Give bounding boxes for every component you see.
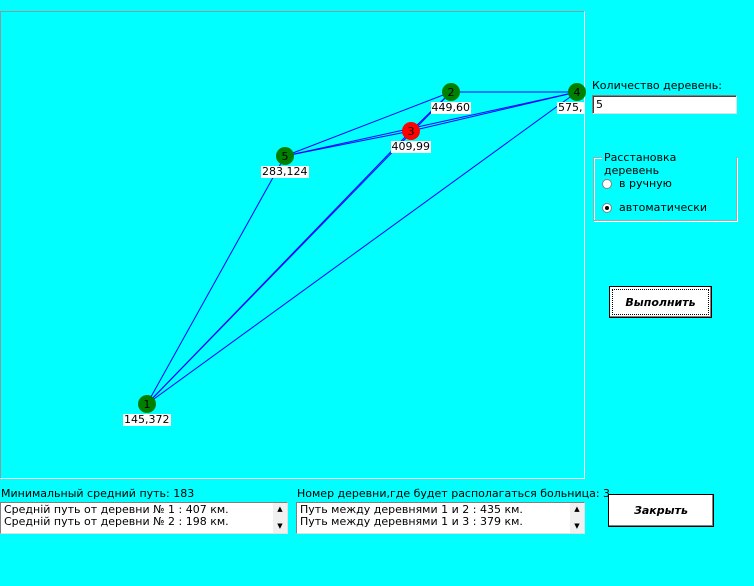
pair-path-scrollbar[interactable]: ▲ ▼ <box>570 503 584 533</box>
radio-auto[interactable]: автоматически <box>602 201 707 214</box>
hospital-village-label: Номер деревни,где будет располагаться бо… <box>297 487 611 500</box>
village-coord-label: 283,124 <box>261 165 309 178</box>
edge-1-4 <box>146 91 578 405</box>
placement-group: Расстановка деревень в ручную автоматиче… <box>593 151 737 221</box>
village-coord-label: 575, <box>557 101 584 114</box>
village-coord-label: 145,372 <box>123 413 171 426</box>
village-node-number: 1 <box>144 398 151 411</box>
pair-path-listbox[interactable]: Путь между деревнями 1 и 2 : 435 км.Путь… <box>296 502 585 534</box>
village-node[interactable] <box>568 83 586 101</box>
avg-path-scrollbar[interactable]: ▲ ▼ <box>273 503 287 533</box>
edge-1-5 <box>146 155 286 405</box>
list-item[interactable]: Средній путь от деревни № 2 : 198 км. <box>4 516 229 528</box>
avg-path-listbox[interactable]: Средній путь от деревни № 1 : 407 км.Сре… <box>0 502 288 534</box>
village-node-number: 5 <box>282 150 289 163</box>
radio-auto-label: автоматически <box>619 201 708 214</box>
scroll-down-icon[interactable]: ▼ <box>277 522 283 530</box>
village-node-number: 4 <box>574 86 581 99</box>
radio-manual-indicator[interactable] <box>602 178 612 189</box>
village-node[interactable] <box>402 122 420 140</box>
village-node[interactable] <box>276 147 294 165</box>
village-count-input[interactable]: 5 <box>592 95 737 114</box>
edge-1-3 <box>146 130 412 405</box>
list-item[interactable]: Средній путь от деревни № 1 : 407 км. <box>4 504 229 516</box>
pair-path-items: Путь между деревнями 1 и 2 : 435 км.Путь… <box>300 504 568 528</box>
scroll-down-icon[interactable]: ▼ <box>574 522 580 530</box>
village-node[interactable] <box>138 395 156 413</box>
village-coord-label: 449,60 <box>430 101 471 114</box>
village-node-number: 2 <box>448 86 455 99</box>
min-avg-path-label: Минимальный средний путь: 183 <box>1 487 195 500</box>
village-coord-label: 409,99 <box>390 140 431 153</box>
scroll-up-icon[interactable]: ▲ <box>277 505 283 513</box>
list-item[interactable]: Путь между деревнями 1 и 2 : 435 км. <box>300 504 523 516</box>
village-node-number: 3 <box>408 125 415 138</box>
list-item[interactable]: Путь между деревнями 1 и 3 : 379 км. <box>300 516 523 528</box>
village-count-label: Количество деревень: <box>592 79 722 92</box>
placement-group-title: Расстановка деревень <box>602 151 736 177</box>
radio-auto-indicator[interactable] <box>602 202 612 213</box>
radio-manual[interactable]: в ручную <box>602 177 672 190</box>
graph-svg: 1 2 3 4 5 <box>138 83 586 413</box>
radio-manual-label: в ручную <box>619 177 672 190</box>
edge-4-5 <box>284 91 578 157</box>
village-node[interactable] <box>442 83 460 101</box>
execute-button[interactable]: Выполнить <box>609 286 712 318</box>
graph-canvas[interactable]: 1 2 3 4 5 145,372 449,60 409,99 575, 283,124 <box>0 11 586 479</box>
scroll-up-icon[interactable]: ▲ <box>574 505 580 513</box>
avg-path-items: Средній путь от деревни № 1 : 407 км.Сре… <box>4 504 271 528</box>
edge-2-5 <box>284 91 452 157</box>
close-button[interactable]: Закрыть <box>608 494 714 527</box>
